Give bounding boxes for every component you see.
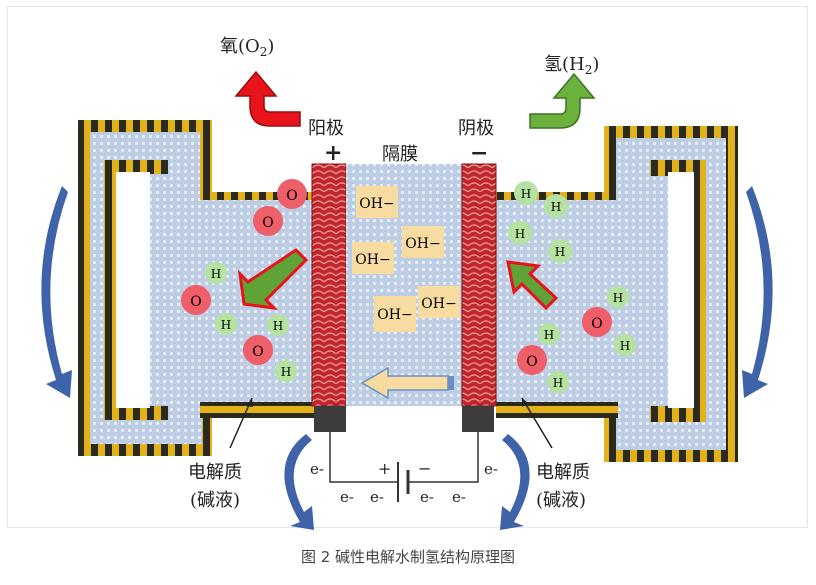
- anode-sign: +: [324, 140, 342, 166]
- hydrogen-atom-label: H: [515, 227, 525, 241]
- hydrogen-atom-label: H: [521, 187, 531, 201]
- oxygen-atom-label: O: [252, 344, 263, 360]
- hydroxide-ion-label: OH−: [405, 236, 440, 252]
- membrane-label: 隔膜: [382, 144, 418, 165]
- hydroxide-flow-arrow: [360, 366, 454, 400]
- electrons: e- e- e- e- e- e-: [310, 460, 498, 506]
- battery-plus: +: [378, 459, 391, 478]
- electrolyte-right-label: 电解质: [536, 462, 590, 483]
- circulation-arrows: [41, 186, 773, 530]
- electron-label: e-: [340, 488, 354, 506]
- electrolyte-pointer-left: [229, 397, 253, 449]
- hydrogen-atom-label: H: [555, 245, 565, 259]
- electrolyte-left-label: 电解质: [188, 462, 242, 483]
- hydrogen-atom-label: H: [211, 267, 221, 281]
- electrolyte-right-sublabel: (碱液): [536, 490, 586, 511]
- oxygen-atom-label: O: [286, 188, 297, 204]
- cathode-label: 阴极: [458, 118, 494, 139]
- oxygen-atom-label: O: [190, 294, 201, 310]
- hydroxide-ions: OH− OH− OH− OH− OH−: [352, 186, 460, 332]
- hydrogen-atom-label: H: [553, 376, 563, 390]
- electron-label: e-: [484, 460, 498, 478]
- electron-label: e-: [420, 488, 434, 506]
- hydrogen-atom-label: H: [551, 200, 561, 214]
- figure-caption: 图 2 碱性电解水制氢结构原理图: [300, 548, 516, 566]
- hydroxide-ion-label: OH−: [355, 252, 390, 268]
- hydroxide-ion-label: OH−: [377, 307, 412, 323]
- cathode-molecules: H H H H H O H H O H: [506, 181, 636, 393]
- anode-molecules: O O H O H H O H: [181, 179, 309, 382]
- oxygen-atom-label: O: [262, 215, 273, 231]
- electron-label: e-: [452, 488, 466, 506]
- hydrogen-label: 氢(H2): [544, 54, 599, 77]
- cathode-sign: −: [470, 140, 488, 166]
- electrolyte-pointer-right: [521, 397, 553, 449]
- hydroxide-ion-label: OH−: [421, 296, 456, 312]
- anode-label: 阳极: [308, 118, 344, 139]
- electrolyte-left-sublabel: (碱液): [190, 490, 240, 511]
- oxygen-label: 氧(O2): [220, 36, 274, 59]
- hydrogen-atom-label: H: [281, 365, 291, 379]
- battery-minus: −: [418, 459, 431, 478]
- hydrogen-atom-label: H: [221, 318, 231, 332]
- oxygen-outlet-arrow: [234, 70, 301, 127]
- electron-label: e-: [370, 488, 384, 506]
- hydrogen-outlet-arrow: [529, 72, 596, 129]
- external-circuit: [329, 432, 479, 502]
- electron-label: e-: [310, 460, 324, 478]
- hydroxide-ion-label: OH−: [359, 196, 394, 212]
- hydrogen-atom-label: H: [273, 319, 283, 333]
- hydrogen-atom-label: H: [620, 339, 630, 353]
- oxygen-atom-label: O: [591, 316, 602, 332]
- hydrogen-atom-label: H: [544, 328, 554, 342]
- anode-terminal: [314, 406, 346, 432]
- oxygen-atom-label: O: [526, 354, 537, 370]
- cathode-terminal: [462, 406, 494, 432]
- cathode-electrode: [461, 163, 497, 407]
- hydrogen-atom-label: H: [613, 291, 623, 305]
- anode-electrode: [311, 163, 347, 407]
